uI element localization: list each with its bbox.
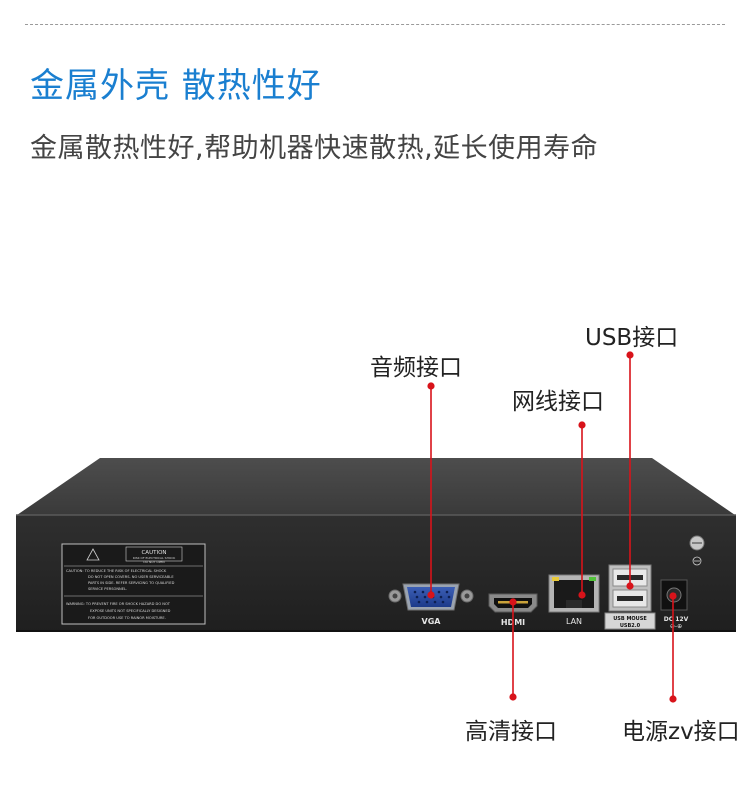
page-subtitle: 金属散热性好,帮助机器快速散热,延长使用寿命 xyxy=(30,133,599,164)
caution-label: CAUTION RISK OF ELECTRICAL SHOCK DO NOT … xyxy=(61,543,206,625)
svg-text:DO NOT OPEN: DO NOT OPEN xyxy=(143,560,164,564)
usb-label: USB MOUSE xyxy=(613,616,647,622)
svg-text:WARNING: TO PREVENT FIRE OR SH: WARNING: TO PREVENT FIRE OR SHOCK HAZARD… xyxy=(66,602,171,606)
caution-title: CAUTION xyxy=(141,550,166,556)
callout-lines xyxy=(427,351,677,703)
lan-label: LAN xyxy=(566,617,582,626)
svg-text:DO NOT OPEN COVERS. NO USER SE: DO NOT OPEN COVERS. NO USER SERVICEABLE xyxy=(88,575,174,579)
usb-ports: USB MOUSE USB2.0 xyxy=(604,564,656,630)
svg-text:CAUTION: TO REDUCE THE RISK OF: CAUTION: TO REDUCE THE RISK OF ELECTRICA… xyxy=(66,569,167,573)
callout-power-port: 电源zv接口 xyxy=(622,719,740,745)
svg-text:⊖-⊕: ⊖-⊕ xyxy=(670,623,682,630)
chassis-top xyxy=(17,458,735,515)
callout-hdmi-port: 高清接口 xyxy=(465,719,557,745)
usb-version: USB2.0 xyxy=(620,623,641,629)
svg-text:FOR OUTDOOR USE TO RAINOR MOIS: FOR OUTDOOR USE TO RAINOR MOISTURE. xyxy=(88,616,166,620)
callout-network-port: 网线接口 xyxy=(512,389,604,415)
svg-text:PARTS IN SIDE. REFER SERVICING: PARTS IN SIDE. REFER SERVICING TO QUALIF… xyxy=(88,581,175,585)
svg-text:SERVICE PERSONNEL.: SERVICE PERSONNEL. xyxy=(88,587,127,591)
lan-port: LAN xyxy=(548,574,600,626)
dc-label: DC 12V xyxy=(664,616,689,623)
svg-text:EXPOSE UNITS NOT SPECIFICALLY: EXPOSE UNITS NOT SPECIFICALLY DESIGNED xyxy=(90,609,171,613)
top-dashed-divider xyxy=(25,24,725,25)
dc-power-port: DC 12V ⊖-⊕ xyxy=(660,579,689,630)
svg-text:RISK OF ELECTRICAL SHOCK: RISK OF ELECTRICAL SHOCK xyxy=(133,556,177,560)
callout-usb-port: USB接口 xyxy=(585,325,679,351)
page-title: 金属外壳 散热性好 xyxy=(30,66,322,106)
ground-screw xyxy=(689,535,705,566)
callout-audio-port: 音频接口 xyxy=(370,355,462,381)
vga-label: VGA xyxy=(422,617,442,626)
